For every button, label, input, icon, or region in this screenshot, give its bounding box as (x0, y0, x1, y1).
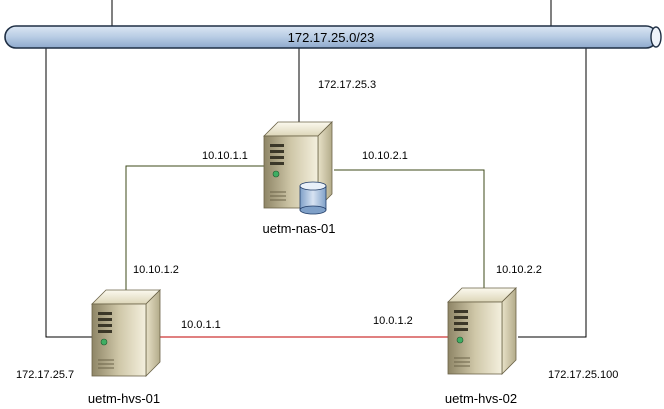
subnet-label: 172.17.25.0/23 (288, 30, 375, 45)
hvs-02-name-label: uetm-hvs-02 (445, 391, 517, 406)
lan-line-hvs-02 (518, 48, 587, 338)
hvs-01-nas-ip-label: 10.10.1.2 (133, 264, 179, 276)
hvs-02-nas-ip-label: 10.10.2.2 (496, 264, 542, 276)
lan-lines (45, 0, 587, 338)
hvs-02-peer-ip-label: 10.0.1.2 (373, 315, 413, 327)
lan-line-hvs-01 (45, 48, 92, 338)
server-icon (447, 287, 517, 375)
nas-public-ip-label: 172.17.25.3 (318, 79, 376, 91)
nas-link-hvs-01 (125, 165, 264, 300)
nas-link-left-ip-label: 10.10.1.1 (202, 150, 248, 162)
hvs-01-node[interactable]: uetm-hvs-01 (88, 289, 161, 406)
hvs-02-public-ip-label: 172.17.25.100 (548, 369, 618, 381)
nas-link-right-ip-label: 10.10.2.1 (362, 150, 408, 162)
network-bus: 172.17.25.0/23 (4, 25, 662, 49)
nas-link-hvs-02 (334, 169, 485, 300)
hvs-01-name-label: uetm-hvs-01 (88, 391, 160, 406)
hvs-02-node[interactable]: uetm-hvs-02 (445, 287, 517, 406)
nas-links (125, 165, 485, 300)
database-icon (299, 181, 327, 215)
nas-name-label: uetm-nas-01 (263, 221, 336, 236)
nas-node[interactable]: uetm-nas-01 (263, 121, 336, 236)
server-icon (91, 289, 161, 377)
hvs-01-peer-ip-label: 10.0.1.1 (181, 319, 221, 331)
hvs-01-public-ip-label: 172.17.25.7 (16, 369, 74, 381)
